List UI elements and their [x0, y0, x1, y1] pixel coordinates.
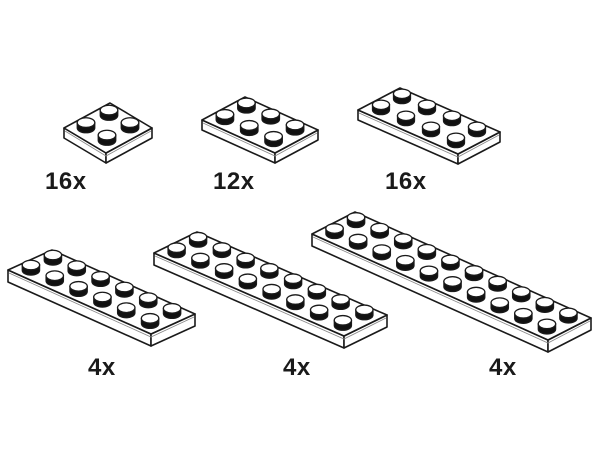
plate-bevel-line — [154, 255, 387, 340]
stud — [490, 297, 510, 314]
stud — [442, 110, 462, 127]
plate-2x4 — [357, 87, 501, 165]
stud — [99, 104, 119, 121]
stud — [331, 294, 350, 311]
stud — [348, 233, 368, 250]
stud — [396, 254, 415, 271]
stud — [212, 242, 232, 259]
stud — [333, 314, 353, 331]
plate-2x2 — [63, 102, 153, 164]
stud — [559, 307, 578, 324]
stud — [514, 307, 533, 324]
stud — [69, 280, 88, 298]
quantity-label-plate-2x4: 16x — [385, 168, 427, 195]
stud — [393, 233, 413, 250]
stud — [419, 265, 439, 282]
stud — [162, 302, 182, 320]
plate-bevel-line — [64, 130, 152, 157]
stud — [138, 292, 158, 309]
stud — [264, 130, 284, 148]
stud — [260, 262, 279, 279]
stud — [116, 302, 136, 319]
stud — [446, 132, 466, 149]
stud — [464, 265, 484, 282]
stud — [236, 252, 255, 269]
plate-bevel-line — [8, 272, 195, 338]
stud — [537, 318, 557, 335]
stud — [441, 254, 460, 271]
plate-bevel-line — [358, 112, 500, 158]
stud — [346, 212, 366, 229]
stud — [443, 276, 462, 293]
stud — [467, 121, 487, 138]
stud — [309, 304, 329, 321]
quantity-label-plate-2x8: 4x — [283, 354, 311, 381]
plate-bevel-line — [312, 236, 591, 344]
stud — [91, 270, 110, 288]
stud — [238, 273, 258, 290]
stud — [239, 119, 259, 137]
quantity-label-plate-2x6: 4x — [88, 354, 116, 381]
plate-2x10 — [311, 211, 592, 353]
stud — [191, 252, 210, 269]
stud — [392, 88, 412, 105]
plate-2x8 — [153, 231, 388, 349]
stud — [355, 304, 374, 321]
stud — [236, 97, 256, 114]
quantity-label-plate-2x2: 16x — [45, 168, 87, 195]
stud — [45, 270, 65, 287]
stud — [21, 259, 41, 276]
stud — [262, 283, 281, 300]
stud — [417, 99, 437, 116]
stud — [421, 121, 441, 138]
stud — [285, 119, 305, 136]
stud — [488, 275, 507, 292]
stud — [370, 222, 389, 239]
stud — [307, 283, 327, 300]
stud — [283, 273, 303, 290]
plate-2x6 — [7, 249, 196, 347]
stud — [261, 108, 281, 125]
stud — [120, 117, 140, 134]
stud — [188, 231, 208, 248]
stud — [67, 260, 87, 277]
plate-2x3 — [201, 96, 319, 164]
plate-top-face — [63, 102, 153, 154]
stud — [97, 129, 117, 146]
stud — [396, 110, 416, 127]
stud — [535, 296, 555, 313]
stud — [43, 249, 63, 266]
stud — [215, 108, 235, 126]
stud — [466, 286, 486, 303]
stud — [76, 117, 96, 134]
stud — [214, 263, 234, 280]
quantity-label-plate-2x10: 4x — [489, 354, 517, 381]
plate-bevel-line — [202, 122, 318, 157]
quantity-label-plate-2x3: 12x — [213, 168, 255, 195]
stud — [140, 312, 160, 330]
stud — [167, 242, 186, 259]
stud — [372, 244, 392, 261]
stud — [511, 286, 531, 303]
stud — [371, 99, 391, 116]
stud — [325, 223, 344, 240]
stud — [286, 294, 305, 311]
stud — [417, 243, 437, 260]
stud — [115, 281, 134, 298]
stud — [93, 291, 112, 308]
